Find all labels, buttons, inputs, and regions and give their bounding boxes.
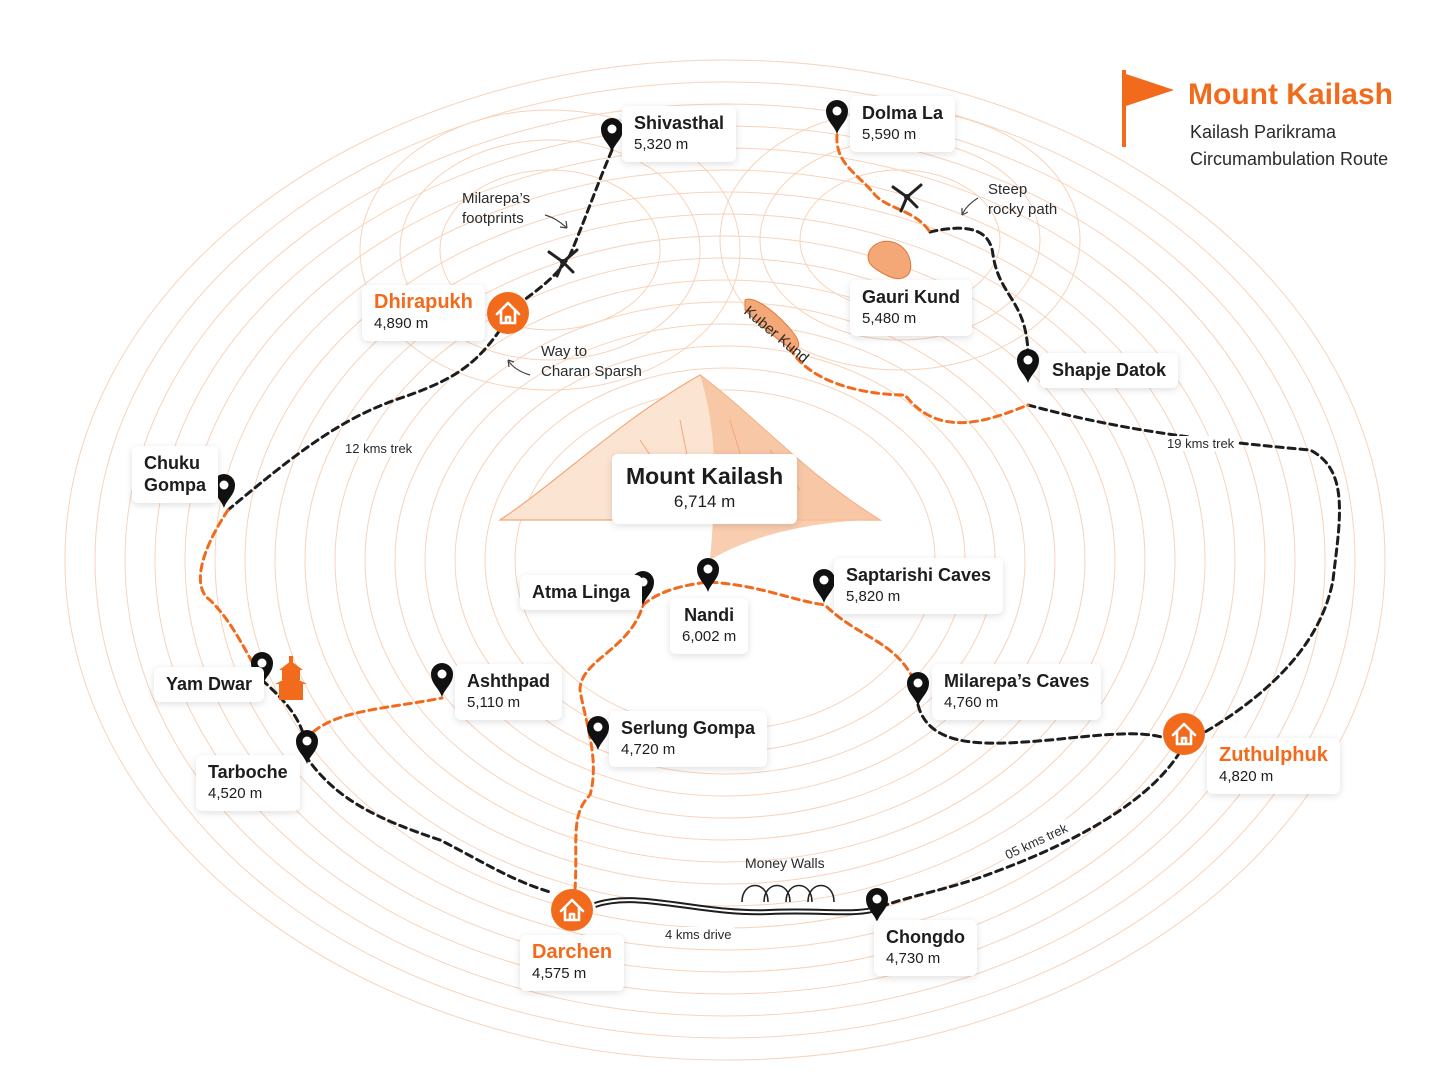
kuber-kund-lake [744,298,800,350]
label-yam-dwar[interactable]: Yam Dwar [154,667,265,702]
place-name: Serlung Gompa [621,718,756,738]
place-elevation: 4,890 m [374,315,429,332]
shivasthal-pin[interactable] [601,118,623,152]
note-steep-path: Steep rocky path [988,180,1057,220]
milarepas-caves-pin[interactable] [907,672,929,706]
place-name: Ashthpad [467,671,550,691]
label-nandi[interactable]: Nandi 6,002 m [670,598,749,654]
place-name: Yam Dwar [166,674,253,694]
route-label-4km-drive: 4 kms drive [662,927,735,942]
darchen-house-icon[interactable] [549,887,595,933]
milarepa-footprints-icon [547,248,579,278]
label-saptarishi-caves[interactable]: Saptarishi Caves 5,820 m [834,558,1004,614]
nandi-pin[interactable] [697,558,719,592]
place-name: Zuthulphuk [1219,744,1328,766]
place-elevation: 6,002 m [682,628,737,645]
place-name: Chuku [144,453,200,473]
dolma-la-pin[interactable] [826,100,848,134]
place-name: Dolma La [862,103,944,123]
label-chongdo[interactable]: Chongdo 4,730 m [874,920,977,976]
yam-dwar-temple-icon [275,656,307,700]
place-elevation: 6,714 m [673,492,736,511]
label-gauri-kund[interactable]: Gauri Kund 5,480 m [850,280,972,336]
legend-title: Mount Kailash [1188,78,1394,111]
place-elevation: 5,480 m [862,310,917,327]
place-name-line2: Gompa [144,475,207,495]
note-milarepa-footprints: Milarepa’s footprints [462,189,530,229]
place-elevation: 5,820 m [846,588,901,605]
label-chuku-gompa[interactable]: Chuku Gompa [132,446,219,503]
place-elevation: 5,590 m [862,126,917,143]
contour-lines [64,59,1386,1061]
route-label-12km: 12 kms trek [342,441,416,456]
label-milarepas-caves[interactable]: Milarepa’s Caves 4,760 m [932,664,1102,720]
route-label-19km: 19 kms trek [1164,436,1238,451]
annotation-arrows [507,197,979,376]
place-name: Tarboche [208,762,288,782]
note-line: Milarepa’s [462,190,531,207]
gauri-kund-lake [867,240,912,280]
note-money-walls: Money Walls [745,855,825,871]
zuthulphuk-house-icon[interactable] [1161,711,1207,757]
flag-icon [1122,70,1174,147]
money-walls-icon [741,884,835,903]
legend-subtitle-2: Circumambulation Route [1190,149,1389,169]
label-tarboche[interactable]: Tarboche 4,520 m [196,755,300,811]
dhirapukh-house-icon[interactable] [485,290,531,336]
place-elevation: 4,820 m [1219,768,1274,785]
place-name: Mount Kailash [626,463,784,489]
place-elevation: 5,320 m [634,136,689,153]
place-name: Atma Linga [532,582,631,602]
label-ashthpad[interactable]: Ashthpad 5,110 m [455,664,562,720]
note-charan-sparsh: Way to Charan Sparsh [541,342,642,382]
label-dolma-la[interactable]: Dolma La 5,590 m [850,96,956,152]
note-line: rocky path [988,201,1058,218]
ashthpad-pin[interactable] [431,663,453,697]
place-elevation: 4,575 m [532,965,587,982]
place-elevation: 4,720 m [621,741,676,758]
place-name: Milarepa’s Caves [944,671,1090,691]
label-atma-linga[interactable]: Atma Linga [520,575,643,610]
place-name: Gauri Kund [862,287,960,307]
place-elevation: 4,730 m [886,950,941,967]
place-name: Nandi [684,605,735,625]
place-elevation: 4,520 m [208,785,263,802]
place-name: Dhirapukh [374,291,473,313]
label-darchen[interactable]: Darchen 4,575 m [520,935,625,991]
place-name: Saptarishi Caves [846,565,992,585]
note-line: Steep [988,181,1028,198]
place-elevation: 5,110 m [467,694,521,711]
chongdo-pin[interactable] [866,888,888,922]
note-line: Way to [541,343,588,360]
saptarishi-caves-pin[interactable] [813,569,835,603]
label-mount-kailash[interactable]: Mount Kailash 6,714 m [612,454,798,524]
label-shapje-datok[interactable]: Shapje Datok [1040,353,1179,388]
label-shivasthal[interactable]: Shivasthal 5,320 m [622,106,737,162]
place-name: Darchen [532,941,613,963]
label-serlung-gompa[interactable]: Serlung Gompa 4,720 m [609,711,768,767]
place-elevation: 4,760 m [944,694,999,711]
place-name: Shapje Datok [1052,360,1167,380]
note-line: footprints [462,210,524,227]
place-name: Chongdo [886,927,965,947]
note-line: Charan Sparsh [541,363,642,380]
legend-subtitle: Kailash Parikrama [1190,122,1337,142]
label-dhirapukh[interactable]: Dhirapukh 4,890 m [362,285,485,341]
place-name: Shivasthal [634,113,725,133]
label-zuthulphuk[interactable]: Zuthulphuk 4,820 m [1207,738,1340,794]
